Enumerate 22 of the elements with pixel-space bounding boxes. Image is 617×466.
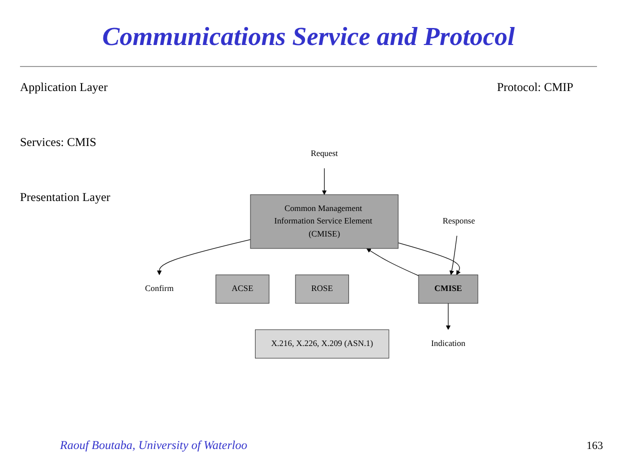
arrow [157,239,251,276]
slide-title: Communications Service and Protocol [101,22,516,52]
layer-label: Presentation Layer [20,190,112,205]
node-text: Request [310,149,338,158]
arrow [449,236,458,276]
node-text: Response [442,216,475,226]
node-text: Indication [431,339,466,348]
node-box: X.216, X.226, X.209 (ASN.1) [255,329,390,358]
note-text: Services: CMIS [20,135,98,150]
arrow [366,248,419,276]
node-box: ROSE [295,274,349,304]
footer-text: Raouf Boutaba, University of Waterloo [60,438,248,453]
layer-label: Application Layer [20,80,109,95]
arrow [446,303,451,330]
node-text: Confirm [145,284,174,294]
node-box: Common Management Information Service Element (CMISE) [250,194,398,249]
arrow [398,242,461,276]
arrow [322,168,327,195]
node-box: CMISE [418,274,478,304]
note-text: Protocol: CMIP [497,80,574,95]
node-box: ACSE [216,274,270,304]
page-number: 163 [586,440,603,452]
